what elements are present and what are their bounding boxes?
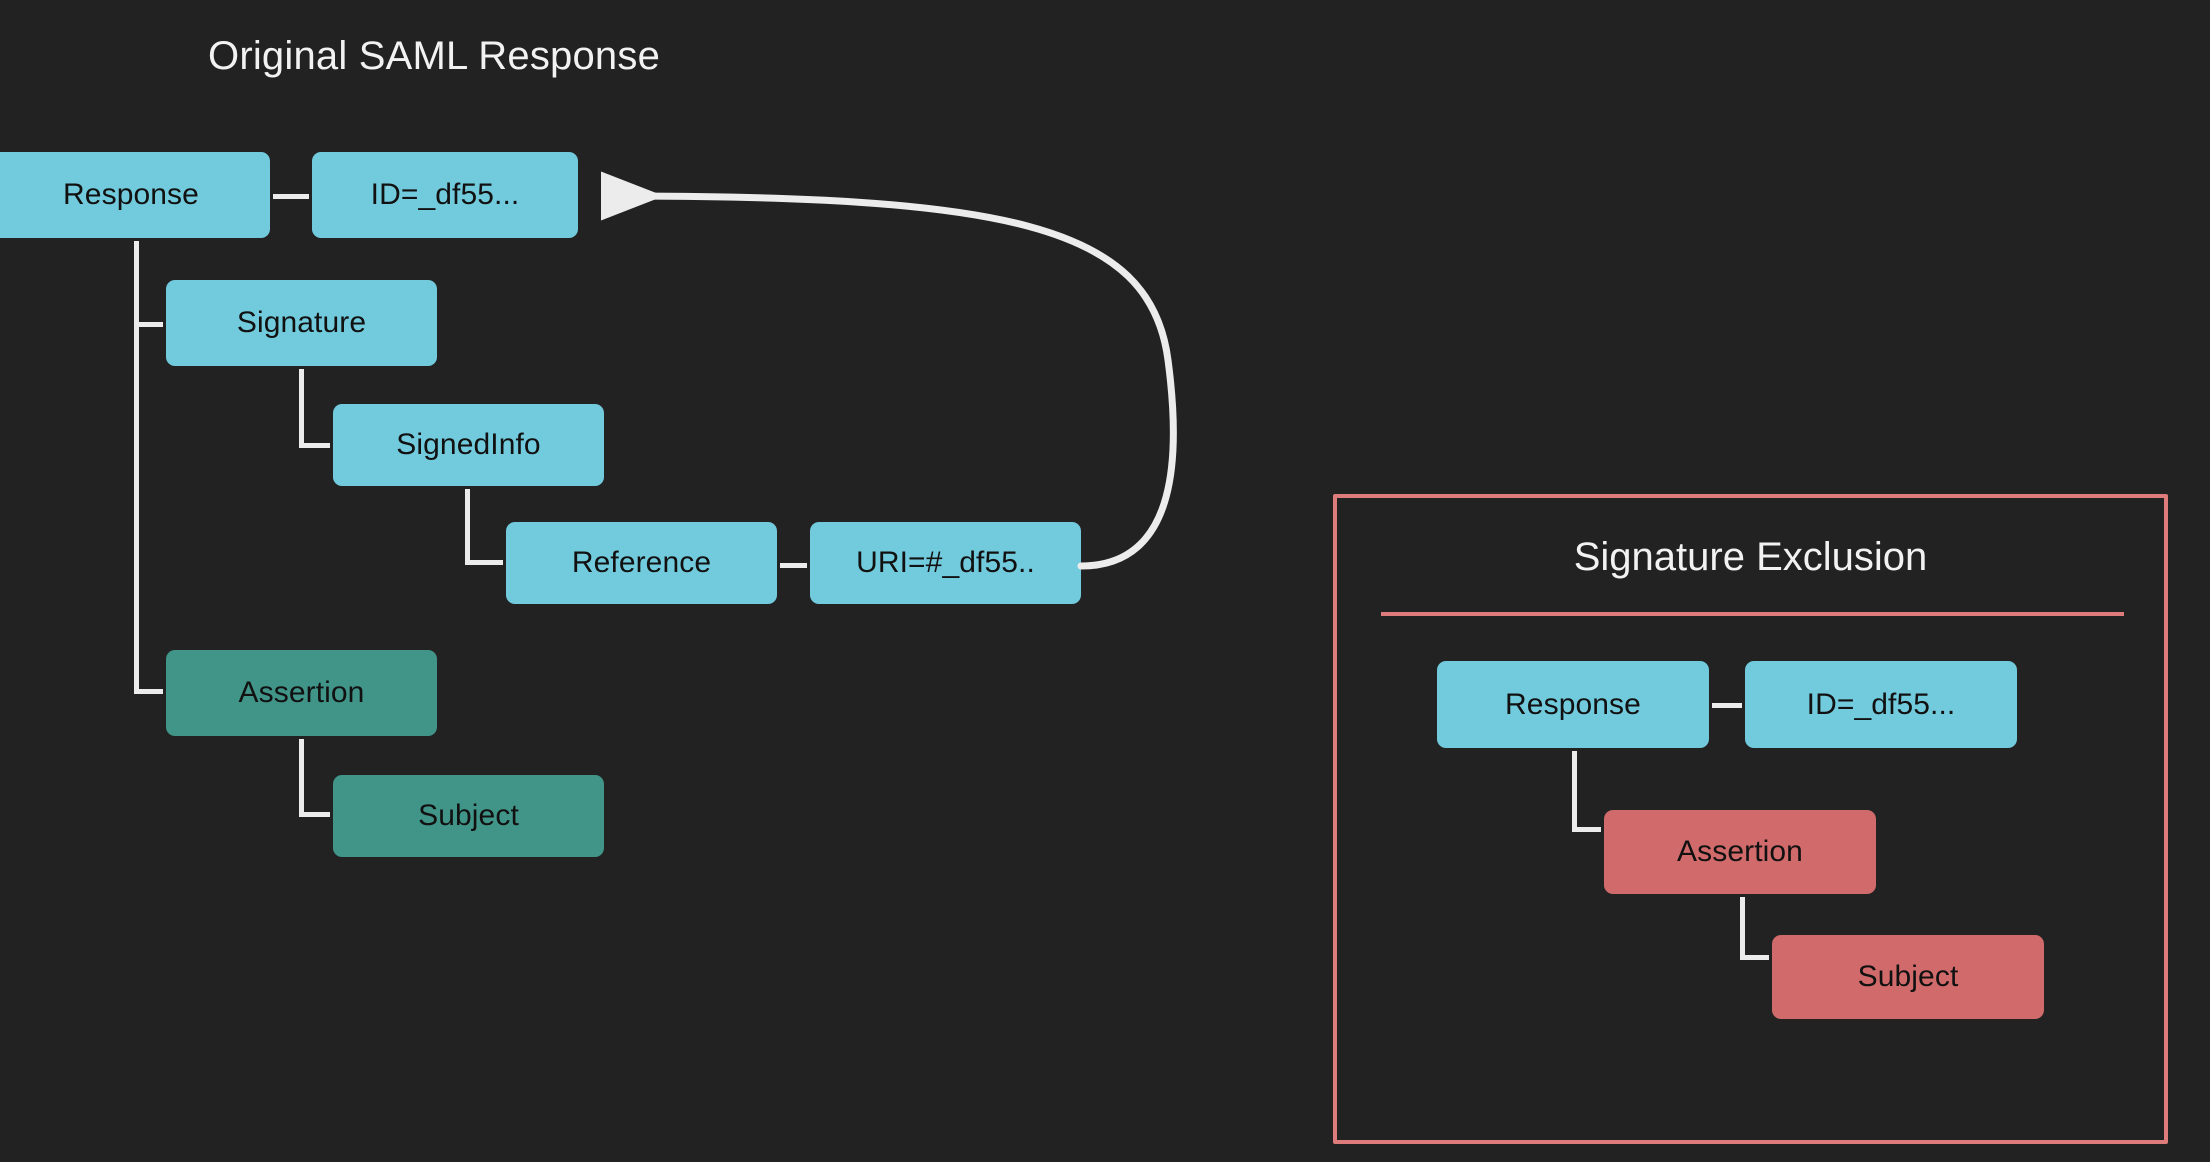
node-response[interactable]: Response [0, 152, 270, 238]
panel-node-response[interactable]: Response [1437, 661, 1709, 748]
panel-node-response-label: Response [1505, 687, 1641, 721]
connector-assertion-to-subject [299, 812, 333, 817]
node-signature[interactable]: Signature [166, 280, 437, 366]
node-assertion-label: Assertion [238, 676, 365, 709]
node-assertion[interactable]: Assertion [166, 650, 437, 736]
panel-connector-assertion-drop [1740, 873, 1745, 960]
panel-title: Signature Exclusion [1573, 535, 1928, 579]
connector-response-to-id [270, 194, 312, 199]
node-reference[interactable]: Reference [506, 522, 777, 604]
panel-node-assertion-label: Assertion [1677, 835, 1803, 868]
left-diagram-title: Original SAML Response [208, 34, 661, 78]
node-reference-label: Reference [571, 546, 712, 579]
node-signedinfo[interactable]: SignedInfo [333, 404, 604, 486]
node-signedinfo-label: SignedInfo [396, 428, 541, 461]
connector-signedinfo-drop [465, 481, 470, 564]
node-signature-label: Signature [236, 306, 367, 339]
panel-connector-assertion-to-subject [1740, 955, 1775, 960]
panel-connector-response-drop [1572, 749, 1577, 832]
node-subject-label: Subject [418, 799, 519, 832]
signature-exclusion-panel [1333, 494, 2168, 1144]
node-uri-attribute-label: URI=#_df55.. [856, 546, 1035, 579]
panel-node-id-attribute[interactable]: ID=_df55... [1745, 661, 2017, 748]
connector-response-to-signature [134, 322, 166, 327]
connector-response-trunk [134, 238, 139, 694]
node-response-label: Response [63, 178, 199, 211]
panel-node-subject-label: Subject [1857, 960, 1959, 993]
panel-node-assertion[interactable]: Assertion [1604, 810, 1876, 894]
connector-reference-to-uri [777, 563, 810, 568]
node-id-attribute[interactable]: ID=_df55... [312, 152, 578, 238]
connector-signature-drop [299, 365, 304, 448]
node-id-attribute-label: ID=_df55... [370, 178, 520, 211]
connector-response-to-assertion [134, 689, 166, 694]
connector-signature-to-signedinfo [299, 443, 333, 448]
panel-divider [1381, 612, 2124, 616]
panel-connector-response-to-id [1709, 703, 1745, 708]
connector-assertion-drop [299, 733, 304, 817]
panel-connector-response-to-assertion [1572, 827, 1604, 832]
panel-node-subject[interactable]: Subject [1772, 935, 2044, 1019]
panel-node-id-attribute-label: ID=_df55... [1806, 687, 1956, 721]
connector-signedinfo-to-reference [465, 560, 505, 565]
node-uri-attribute[interactable]: URI=#_df55.. [810, 522, 1081, 604]
node-subject[interactable]: Subject [333, 775, 604, 857]
